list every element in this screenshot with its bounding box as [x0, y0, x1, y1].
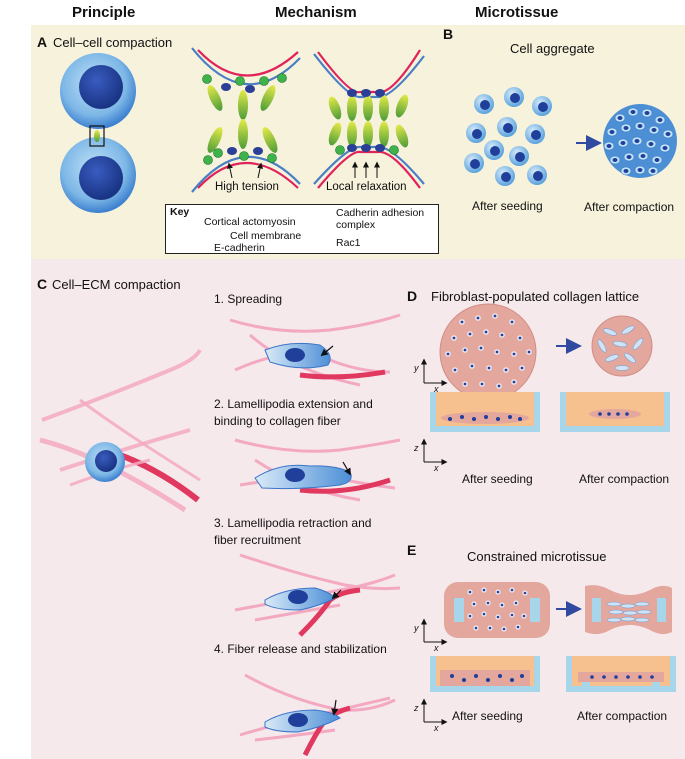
- step-4-label: 4. Fiber release and stabilization: [214, 642, 387, 656]
- key-title: Key: [170, 206, 190, 218]
- panel-c-title: Cell–ECM compaction: [52, 277, 181, 292]
- step-3-label-line2: fiber recruitment: [214, 533, 301, 547]
- key-legend-box: [165, 204, 439, 254]
- panel-d-letter: D: [407, 288, 418, 304]
- constrained-tissue-compacted-illustration: [585, 585, 672, 635]
- cell-aggregate-compacted-illustration: [603, 104, 677, 178]
- panel-d-after-compaction: After compaction: [579, 472, 670, 486]
- constrained-compacted-well: [566, 656, 676, 692]
- high-tension-junction-illustration: [191, 47, 301, 193]
- panel-a-letter: A: [37, 34, 48, 50]
- constrained-xz-axes: [421, 698, 448, 725]
- panel-b-after-seeding: After seeding: [472, 199, 543, 213]
- step-2-label-line2: binding to collagen fiber: [214, 414, 341, 428]
- panel-e-after-compaction: After compaction: [577, 709, 668, 723]
- panel-d-title: Fibroblast-populated collagen lattice: [431, 289, 640, 304]
- key-membrane-label: Cell membrane: [230, 230, 302, 242]
- step-3-label-line1: 3. Lamellipodia retraction and: [214, 516, 372, 530]
- panel-e-letter: E: [407, 542, 417, 558]
- panel-d-axis-y: y: [414, 363, 419, 373]
- panel-a-title: Cell–cell compaction: [53, 35, 173, 50]
- panel-e-axis-x2: x: [434, 723, 439, 733]
- key-cortical-label: Cortical actomyosin: [204, 216, 296, 228]
- panel-e-title: Constrained microtissue: [467, 549, 607, 564]
- key-cadherin-complex-label-line1: Cadherin adhesion: [336, 207, 425, 219]
- step-3-lamellipodia-retraction-illustration: [234, 553, 401, 637]
- panel-b-letter: B: [443, 26, 454, 42]
- high-tension-label: High tension: [215, 181, 279, 193]
- key-rac1-label: Rac1: [336, 237, 361, 249]
- step-2-lamellipodia-extension-illustration: [234, 438, 401, 502]
- collagen-lattice-seeding-illustration: [439, 303, 537, 401]
- panel-c-letter: C: [37, 276, 48, 292]
- panel-d-axis-z: z: [414, 443, 419, 453]
- lattice-xz-axes: [421, 438, 448, 465]
- two-cell-compaction-illustration: [60, 53, 136, 213]
- panel-b-title: Cell aggregate: [510, 41, 595, 56]
- step-1-label: 1. Spreading: [214, 292, 283, 306]
- step-1-spreading-illustration: [229, 313, 401, 387]
- panel-e-axis-x: x: [434, 643, 439, 653]
- panel-d-axis-x2: x: [434, 463, 439, 473]
- constrained-tissue-seeding-illustration: [444, 582, 550, 638]
- constrained-seeding-well: [430, 656, 540, 692]
- key-ecadherin-label: E-cadherin: [214, 242, 265, 254]
- panel-e-axis-z: z: [414, 703, 419, 713]
- collagen-lattice-compacted-illustration: [591, 315, 653, 377]
- column-header-microtissue: Microtissue: [475, 4, 559, 21]
- column-header-principle: Principle: [72, 4, 136, 21]
- local-relaxation-junction-illustration: [313, 49, 425, 189]
- local-relaxation-label: Local relaxation: [326, 181, 407, 193]
- panel-d-axis-x: x: [434, 384, 439, 394]
- lattice-xy-axes: [421, 358, 448, 386]
- panel-e-axis-y: y: [414, 623, 419, 633]
- cell-aggregate-seeding-illustration: [464, 87, 552, 186]
- column-header-mechanism: Mechanism: [275, 4, 357, 21]
- panel-e-after-seeding: After seeding: [452, 709, 523, 723]
- step-4-fiber-release-illustration: [239, 673, 396, 757]
- panel-b-after-compaction: After compaction: [584, 200, 675, 214]
- lattice-seeding-well: [430, 392, 540, 432]
- lattice-compacted-well: [560, 392, 670, 432]
- step-2-label-line1: 2. Lamellipodia extension and: [214, 397, 373, 411]
- panel-d-after-seeding: After seeding: [462, 472, 533, 486]
- constrained-xy-axes: [421, 618, 448, 645]
- key-cadherin-complex-label-line2: complex: [336, 219, 376, 231]
- cell-in-collagen-illustration: [39, 348, 202, 513]
